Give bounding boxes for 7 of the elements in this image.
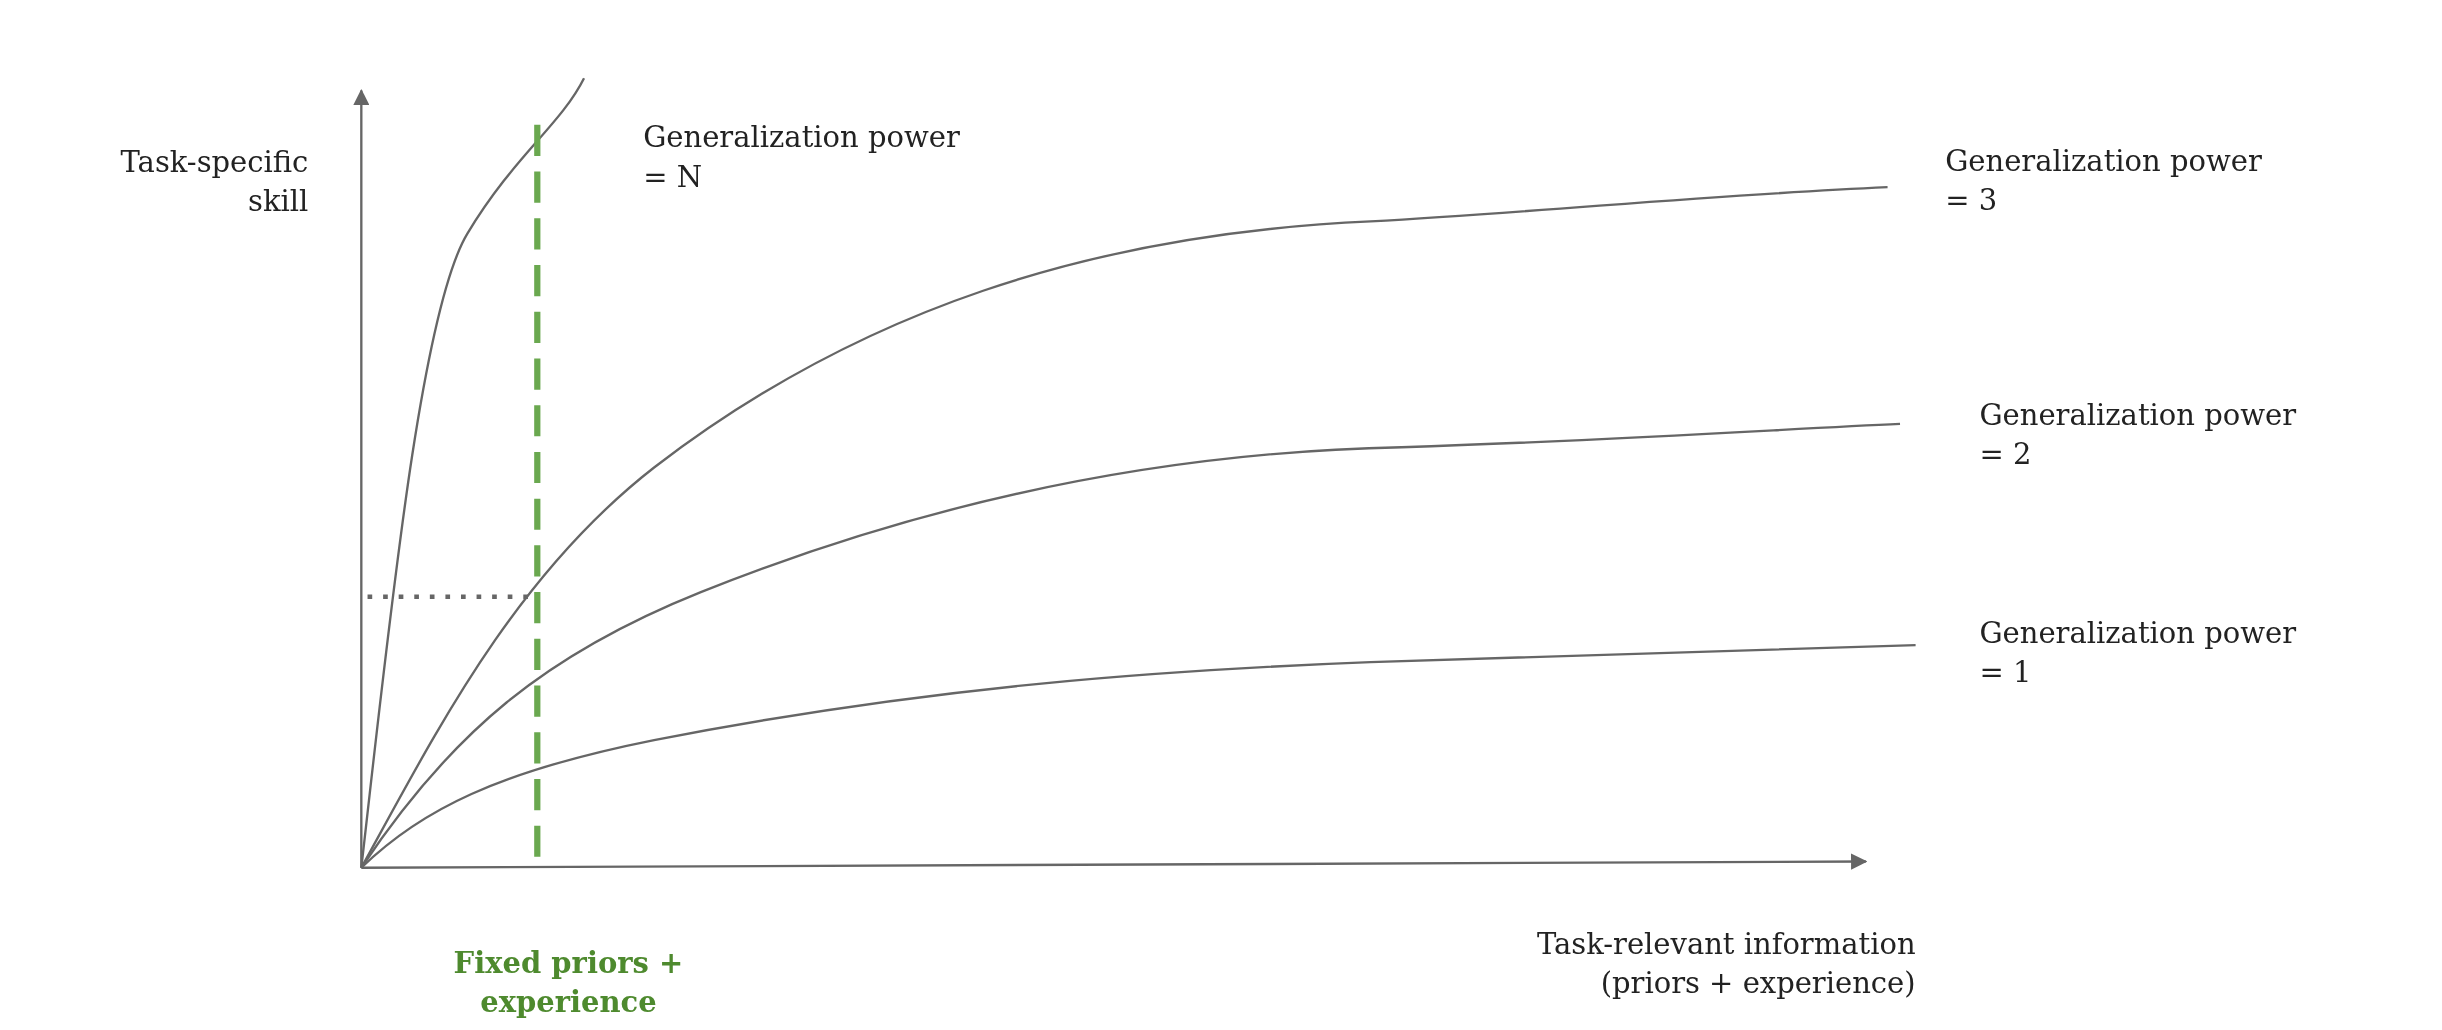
curve-label: Generalization power = 3 <box>1945 142 2263 219</box>
curve-label: Generalization power = 1 <box>1979 614 2298 691</box>
axis-label: Task-relevant information (priors + experience) <box>1535 926 1916 1003</box>
axis-label: Task-specific skill <box>119 144 309 221</box>
curve-label: Generalization power = N <box>643 119 961 196</box>
reference-label: Fixed priors + experience <box>452 944 685 1021</box>
curve-label: Generalization power = 2 <box>1979 396 2298 473</box>
